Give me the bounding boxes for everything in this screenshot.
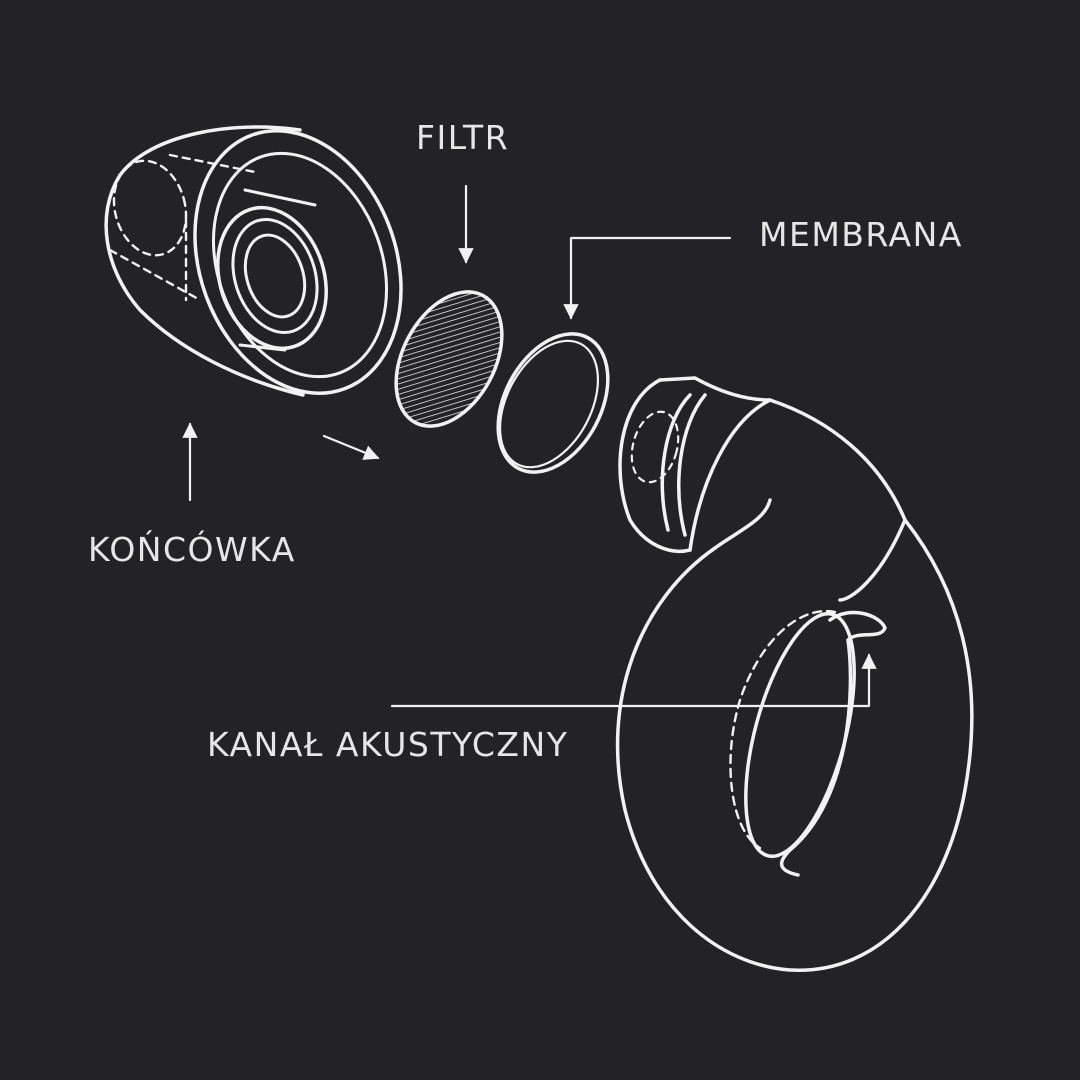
pointer-lines [182, 184, 877, 708]
filter-disc [394, 290, 504, 428]
acoustic-channel-part [615, 376, 974, 972]
membrane-label: MEMBRANA [759, 215, 963, 254]
membrane-ring [496, 332, 610, 474]
filter-label: FILTR [416, 118, 510, 157]
acoustic-channel-label: KANAŁ AKUSTYCZNY [207, 725, 569, 764]
ear-tip-part [104, 125, 403, 397]
tip-label: KOŃCÓWKA [88, 530, 296, 569]
